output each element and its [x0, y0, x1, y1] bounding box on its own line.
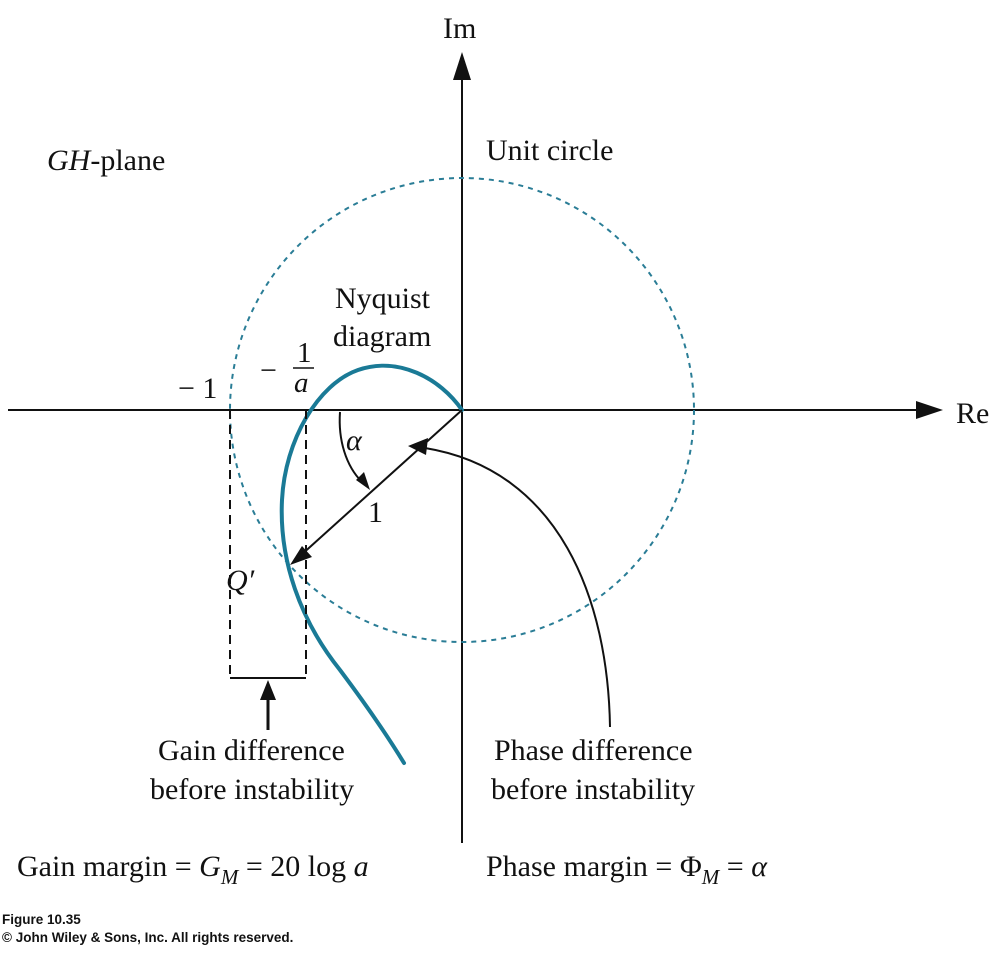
nyquist-label-line1: Nyquist: [335, 282, 431, 315]
phase-margin-prefix: Phase margin = Φ: [486, 850, 702, 883]
minus-one-over-a-denominator: a: [294, 367, 309, 399]
gain-margin-sub: M: [220, 865, 240, 889]
unit-circle: [229, 177, 695, 643]
nyquist-label-line2: diagram: [333, 320, 431, 353]
gain-margin-prefix: Gain margin =: [17, 850, 199, 883]
real-axis-arrowhead: [916, 401, 943, 419]
gain-difference-line1: Gain difference: [158, 734, 345, 767]
q-prime-label: Q′: [226, 564, 255, 597]
gain-difference-line2: before instability: [150, 773, 354, 806]
unit-circle-label: Unit circle: [486, 134, 613, 167]
plane-label-rest: -plane: [90, 144, 165, 177]
plane-label: GH-plane: [47, 144, 165, 177]
phase-difference-line2: before instability: [491, 773, 695, 806]
nyquist-curve: [279, 363, 464, 765]
phase-margin-formula: Phase margin = ΦM = α: [486, 850, 768, 889]
gain-margin-suffix: = 20 log: [238, 850, 353, 883]
unit-length-label: 1: [368, 496, 383, 529]
plane-label-italic: GH: [47, 144, 93, 177]
phase-margin-sub: M: [701, 865, 721, 889]
minus-one-over-a-sign: −: [260, 354, 277, 387]
phase-pointer-curve: [424, 447, 611, 728]
real-axis-label: Re: [956, 397, 989, 430]
phase-pointer-arrowhead: [408, 438, 428, 455]
phase-margin-suffix: =: [719, 850, 751, 883]
alpha-arc: [338, 411, 363, 483]
unit-vector-arrowhead: [290, 546, 312, 565]
figure-caption: Figure 10.35: [2, 912, 81, 927]
minus-one-over-a-numerator: 1: [297, 337, 312, 369]
unit-vector: [299, 409, 463, 557]
minus-one-label: − 1: [178, 372, 217, 405]
phase-difference-line1: Phase difference: [494, 734, 693, 767]
gain-margin-g: G: [199, 850, 221, 883]
imaginary-axis-arrowhead: [453, 52, 471, 80]
gain-margin-formula: Gain margin = GM = 20 log a: [17, 850, 369, 889]
phase-margin-alpha: α: [751, 850, 768, 883]
copyright-caption: © John Wiley & Sons, Inc. All rights res…: [2, 930, 294, 945]
gain-pointer-arrowhead: [260, 680, 276, 700]
imaginary-axis-label: Im: [443, 12, 476, 45]
gain-margin-a: a: [354, 850, 369, 883]
alpha-label: α: [346, 424, 363, 457]
alpha-arc-arrowhead: [356, 472, 370, 490]
